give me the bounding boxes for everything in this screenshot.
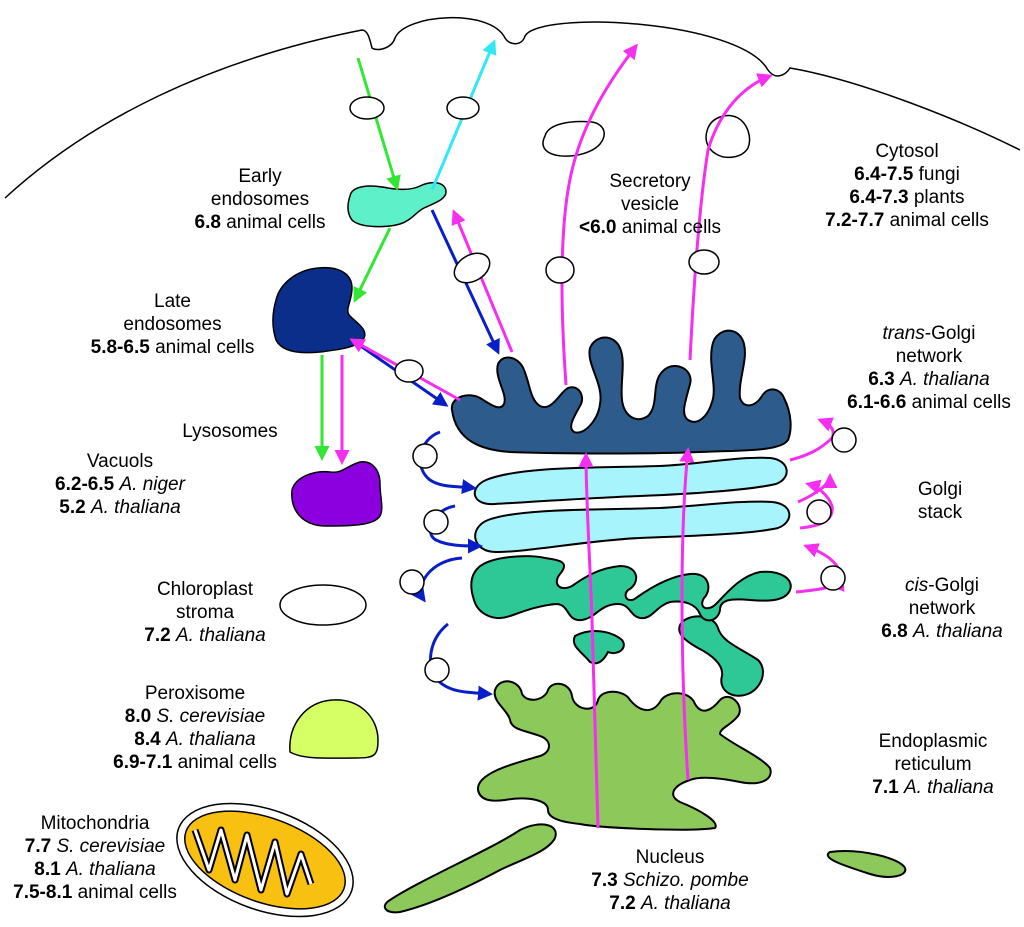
label-er: Endoplasmic reticulum 7.1 A. thaliana: [872, 731, 994, 798]
chloroplast-shape: [279, 584, 367, 626]
plasma-membrane: [4, 16, 1021, 199]
cis-golgi-fragment: [678, 615, 764, 697]
label-cis-golgi: cis-Golgi network 6.8 A. thaliana: [881, 575, 1003, 642]
trans-golgi-shape: [450, 329, 792, 455]
magenta-arrows: [334, 43, 845, 829]
mitochondria-shape: [176, 802, 354, 918]
golgi-cisterna: [473, 456, 788, 506]
late-endosome-shape: [272, 266, 366, 354]
peroxisome-shape: [289, 699, 379, 759]
cis-golgi-fragment: [572, 630, 625, 665]
er-shape: [476, 680, 772, 831]
label-trans-golgi: trans-Golgi network 6.3 A. thaliana 6.1-…: [847, 323, 1011, 413]
er-fragment: [826, 850, 907, 878]
transport-vesicles: [349, 96, 857, 683]
lysosome-shape: [291, 461, 383, 527]
label-lysosomes: Lysosomes: [182, 421, 278, 442]
label-early-endosomes: Early endosomes 6.8 animal cells: [194, 166, 326, 233]
label-peroxisome: Peroxisome 8.0 S. cerevisiae 8.4 A. thal…: [113, 683, 277, 773]
label-nucleus: Nucleus 7.3 Schizo. pombe 7.2 A. thalian…: [591, 847, 749, 914]
label-chloroplast: Chloroplast stroma 7.2 A. thaliana: [144, 579, 266, 646]
label-secretory-vesicle: Secretory vesicle <6.0 animal cells: [578, 171, 722, 238]
label-late-endosomes: Late endosomes 5.8-6.5 animal cells: [90, 291, 255, 358]
label-mitochondria: Mitochondria 7.7 S. cerevisiae 8.1 A. th…: [13, 813, 177, 903]
label-cytosol: Cytosol 6.4-7.5 fungi 6.4-7.3 plants 7.2…: [825, 141, 989, 231]
secretory-vesicle-shape: [542, 120, 605, 157]
label-vacuols: Vacuols 6.2-6.5 A. niger 5.2 A. thaliana: [55, 451, 185, 518]
label-golgi-stack: Golgi stack: [917, 479, 963, 523]
nucleus-shape: [383, 823, 557, 914]
golgi-cisterna: [474, 500, 791, 554]
cis-golgi-shape: [470, 555, 792, 622]
green-arrows: [314, 57, 401, 461]
